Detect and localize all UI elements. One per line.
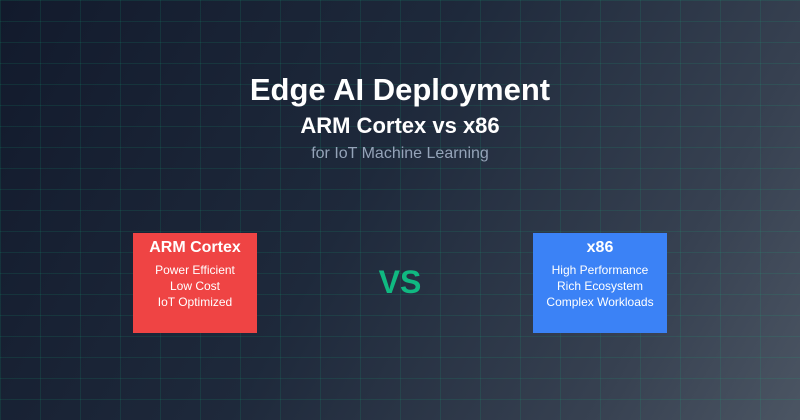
page-tagline: for IoT Machine Learning (311, 145, 489, 162)
arm-cortex-card: ARM Cortex Power Efficient Low Cost IoT … (133, 233, 257, 333)
page-title: Edge AI Deployment (249, 72, 551, 107)
feature-item: Power Efficient (155, 263, 235, 277)
feature-item: Complex Workloads (546, 295, 654, 309)
card-title: x86 (586, 239, 614, 256)
page-subtitle: ARM Cortex vs x86 (300, 113, 500, 138)
feature-item: Low Cost (169, 279, 221, 293)
feature-item: Rich Ecosystem (556, 279, 644, 293)
feature-item: IoT Optimized (157, 295, 233, 309)
x86-card: x86 High Performance Rich Ecosystem Comp… (533, 233, 667, 333)
vs-label: VS (378, 264, 422, 300)
card-title: ARM Cortex (149, 239, 241, 256)
feature-item: High Performance (551, 263, 649, 277)
